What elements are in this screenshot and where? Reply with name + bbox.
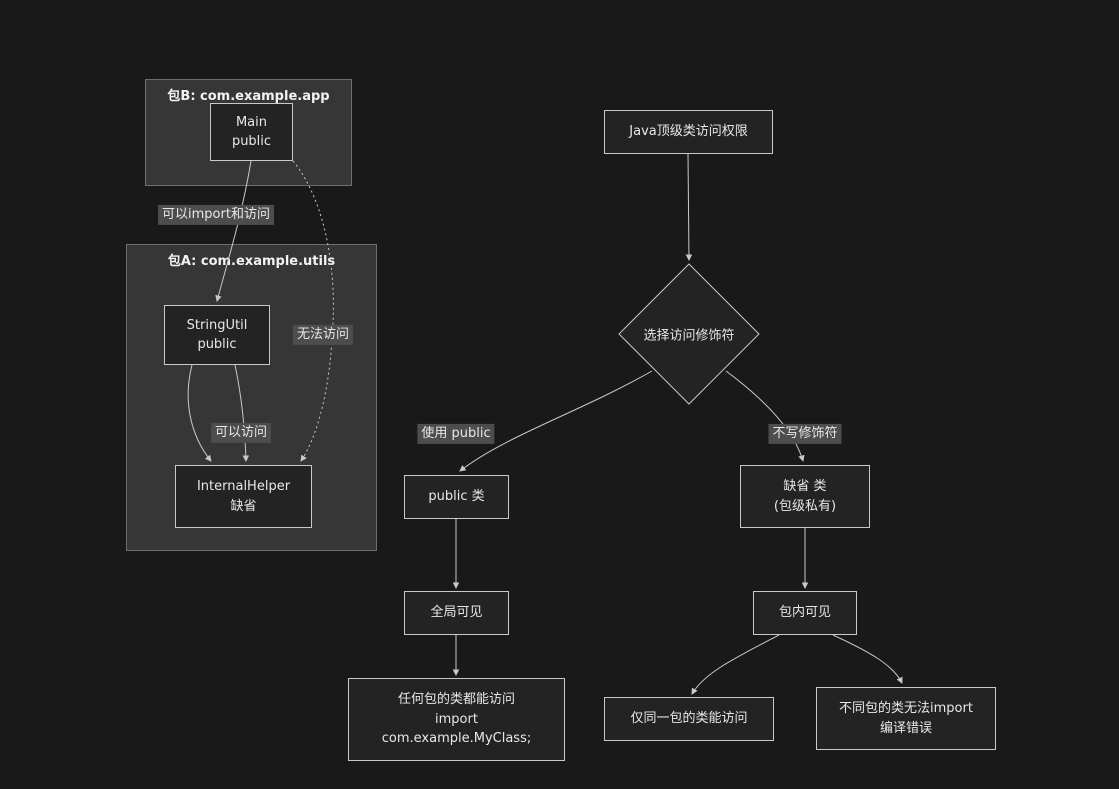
node-any-package-line2: import <box>435 711 478 727</box>
package-b-container: 包B: com.example.app <box>145 79 352 186</box>
edge-label-no-access: 无法访问 <box>292 324 354 346</box>
node-public-class: public 类 <box>404 475 509 519</box>
edge-label-can-access: 可以访问 <box>210 422 272 444</box>
edge-label-no-modifier: 不写修饰符 <box>768 423 842 445</box>
package-a-title: 包A: com.example.utils <box>167 254 336 269</box>
node-package-visible: 包内可见 <box>753 591 857 635</box>
node-main-line2: public <box>231 134 272 149</box>
decision-diamond-shape <box>618 263 760 405</box>
node-diff-package-line1: 不同包的类无法import <box>839 701 973 716</box>
node-same-package: 仅同一包的类能访问 <box>604 697 774 741</box>
edge-pkgvisible-samepackage <box>691 634 780 695</box>
node-diff-package-line2: 编译错误 <box>879 720 932 736</box>
node-root: Java顶级类访问权限 <box>604 110 773 154</box>
edge-main-internalhelper-dotted <box>292 160 334 462</box>
edge-stringutil-internalhelper-left <box>187 364 212 462</box>
edge-root-decision <box>685 153 693 261</box>
node-default-class-line1: 缺省 类 <box>783 479 827 494</box>
node-default-class: 缺省 类 (包级私有) <box>740 465 870 528</box>
node-same-package-line1: 仅同一包的类能访问 <box>630 711 748 727</box>
node-internalhelper: InternalHelper 缺省 <box>175 465 312 528</box>
node-global-visible: 全局可见 <box>404 591 509 635</box>
node-package-visible-line1: 包内可见 <box>778 605 831 621</box>
node-stringutil-line2: public <box>197 337 237 352</box>
node-stringutil-line1: StringUtil <box>186 317 248 333</box>
package-b-title: 包B: com.example.app <box>167 89 330 104</box>
node-main-line1: Main <box>235 114 268 130</box>
node-any-package-line1: 任何包的类都能访问 <box>397 692 515 708</box>
node-main: Main public <box>210 103 293 161</box>
node-public-class-line1: public 类 <box>428 489 485 505</box>
edge-label-use-public: 使用 public <box>417 423 495 445</box>
edge-pkgvisible-diffpackage <box>832 634 903 684</box>
node-any-package: 任何包的类都能访问 import com.example.MyClass; <box>348 678 565 761</box>
node-root-line1: Java顶级类访问权限 <box>629 124 748 140</box>
node-default-class-line2: (包级私有) <box>773 498 837 514</box>
node-diff-package: 不同包的类无法import 编译错误 <box>816 687 996 750</box>
node-stringutil: StringUtil public <box>164 305 270 365</box>
edge-main-stringutil <box>215 160 252 302</box>
node-global-visible-line1: 全局可见 <box>430 605 483 621</box>
edge-decision-default <box>725 370 805 462</box>
node-any-package-line3: com.example.MyClass; <box>381 731 532 747</box>
node-internalhelper-line2: 缺省 <box>230 498 257 514</box>
node-decision-label: 选择访问修饰符 <box>643 328 735 344</box>
edge-stringutil-internalhelper-right <box>234 364 250 462</box>
edge-decision-public <box>459 370 653 472</box>
node-internalhelper-line1: InternalHelper <box>196 479 291 494</box>
edge-label-import-access: 可以import和访问 <box>158 204 274 226</box>
